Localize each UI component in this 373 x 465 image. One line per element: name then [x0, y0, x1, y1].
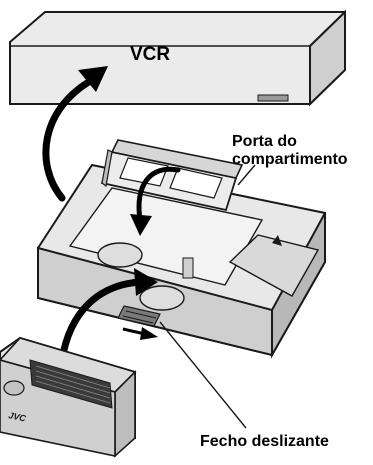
- compartment-door: [100, 139, 244, 212]
- tape-brand-logo: JVC: [8, 410, 28, 424]
- door-leader-line: [237, 164, 256, 186]
- vcr-unit: [9, 9, 346, 107]
- latch-label: Fecho deslizante: [200, 433, 329, 450]
- latch-leader-line: [159, 321, 247, 429]
- insert-into-vcr-arrowhead: [78, 66, 108, 92]
- door-label: Porta do compartimento: [232, 133, 348, 170]
- close-door-arrowhead: [130, 214, 152, 236]
- close-door-arrow: [136, 166, 181, 223]
- vcr-label: VCR: [130, 44, 171, 65]
- door-label-line1: Porta do: [232, 133, 297, 150]
- compact-cassette: JVC: [0, 336, 137, 458]
- slide-latch: [117, 305, 161, 327]
- slide-latch-arrowhead: [140, 327, 158, 340]
- door-label-line2: compartimento: [232, 151, 348, 169]
- insert-into-vcr-arrow: [42, 76, 96, 202]
- cassette-adapter: [37, 163, 326, 359]
- insert-tape-arrow: [58, 278, 144, 364]
- insert-tape-arrowhead: [134, 268, 158, 296]
